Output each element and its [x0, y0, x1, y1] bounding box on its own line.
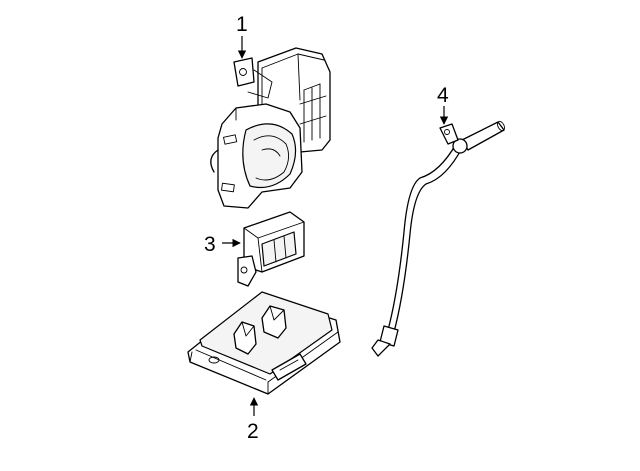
callout-3: 3 [204, 233, 216, 256]
part-2-control-module [187, 291, 341, 395]
callout-4: 4 [437, 84, 449, 107]
callout-2: 2 [247, 420, 259, 443]
callout-1: 1 [236, 13, 248, 36]
part-1-relay-block [210, 47, 331, 209]
part-3-relay-module [237, 211, 305, 287]
part-4-sensor-cable [371, 120, 505, 357]
